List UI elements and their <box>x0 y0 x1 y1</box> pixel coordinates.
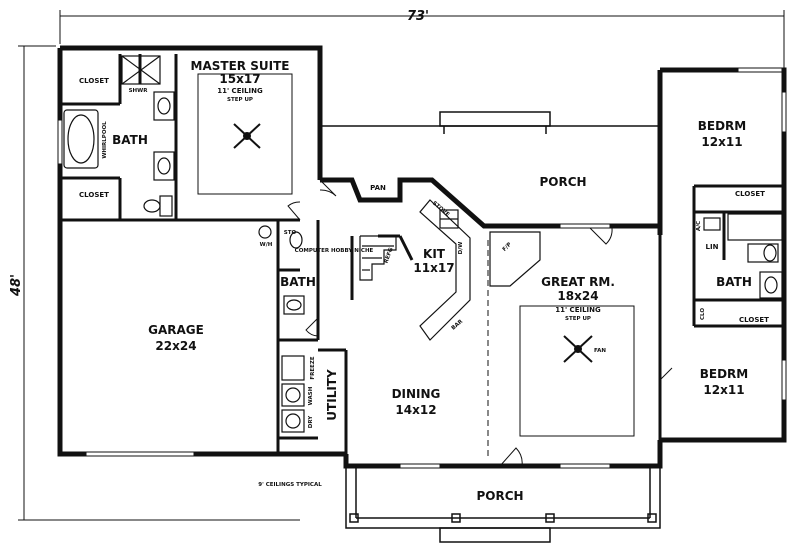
master-ceiling-label: 11' CEILING <box>217 87 263 95</box>
master-closet-top-label: CLOSET <box>79 77 109 85</box>
fan-label: FAN <box>594 348 606 354</box>
closet-bed1-label: CLOSET <box>735 190 765 198</box>
front-porch-label: PORCH <box>476 489 523 503</box>
water-heater-label: W/H <box>260 242 273 248</box>
hall-bath-label: BATH <box>716 275 752 289</box>
ceilings-note: 9' CEILINGS TYPICAL <box>258 482 322 488</box>
bedroom2-label: BEDRM <box>700 367 749 381</box>
master-closet-bottom-label: CLOSET <box>79 191 109 199</box>
dining-label: DINING <box>392 387 441 401</box>
dimension-lines <box>18 10 785 521</box>
ac-label: A/C <box>696 221 702 231</box>
great-room-ceiling-label: 11' CEILING <box>555 306 601 314</box>
doors <box>287 179 673 467</box>
overall-width-label: 73' <box>407 9 429 24</box>
clo-label: CLO <box>700 308 706 320</box>
linen-label: LIN <box>706 243 719 251</box>
stove-label: STOVE <box>431 200 451 218</box>
bar-label: BAR <box>451 318 465 331</box>
master-suite-label: MASTER SUITE <box>191 59 290 73</box>
fireplace-label: F/P <box>502 242 513 253</box>
great-room-step-label: STEP UP <box>565 316 591 322</box>
master-bath-label: BATH <box>112 133 148 147</box>
dryer-label: DRY <box>308 415 314 428</box>
interior-walls <box>60 54 784 454</box>
bedroom1-label: BEDRM <box>698 119 747 133</box>
master-suite-size: 15x17 <box>219 72 260 86</box>
bedroom1-size: 12x11 <box>701 135 742 149</box>
overall-depth-label: 48' <box>9 274 24 297</box>
garage-label: GARAGE <box>148 323 204 337</box>
washer-label: WASH <box>308 386 314 405</box>
front-porch <box>345 466 661 543</box>
pantry-label: PAN <box>370 184 386 192</box>
whirlpool-label: WHIRLPOOL <box>102 121 108 159</box>
half-bath-label: BATH <box>280 275 316 289</box>
windows <box>57 67 787 469</box>
storage-label: STO <box>284 230 297 236</box>
ceiling-outlines <box>197 73 635 460</box>
freezer-label: FREEZE <box>310 356 316 379</box>
shower-label: SHWR <box>129 88 149 94</box>
exterior-walls <box>57 45 787 469</box>
master-step-label: STEP UP <box>227 97 253 103</box>
rear-porch-label: PORCH <box>539 175 586 189</box>
closet-bed2-label: CLOSET <box>739 316 769 324</box>
kitchen-size: 11x17 <box>413 261 454 275</box>
garage-size: 22x24 <box>155 339 196 353</box>
bedroom2-size: 12x11 <box>703 383 744 397</box>
refrigerator-label: REFG <box>383 247 394 265</box>
rear-porch <box>320 111 660 134</box>
great-room-size: 18x24 <box>557 289 598 303</box>
great-room-label: GREAT RM. <box>541 275 615 289</box>
dining-size: 14x12 <box>395 403 436 417</box>
fixtures <box>63 55 783 433</box>
ceiling-fan-master-icon <box>233 123 261 149</box>
kitchen-label: KIT <box>423 247 446 261</box>
ceiling-fan-great-room-icon <box>563 335 593 363</box>
computer-niche-label: COMPUTER HOBBY NICHE <box>295 248 374 254</box>
dishwasher-label: D/W <box>458 242 464 255</box>
utility-label: UTILITY <box>325 369 339 421</box>
